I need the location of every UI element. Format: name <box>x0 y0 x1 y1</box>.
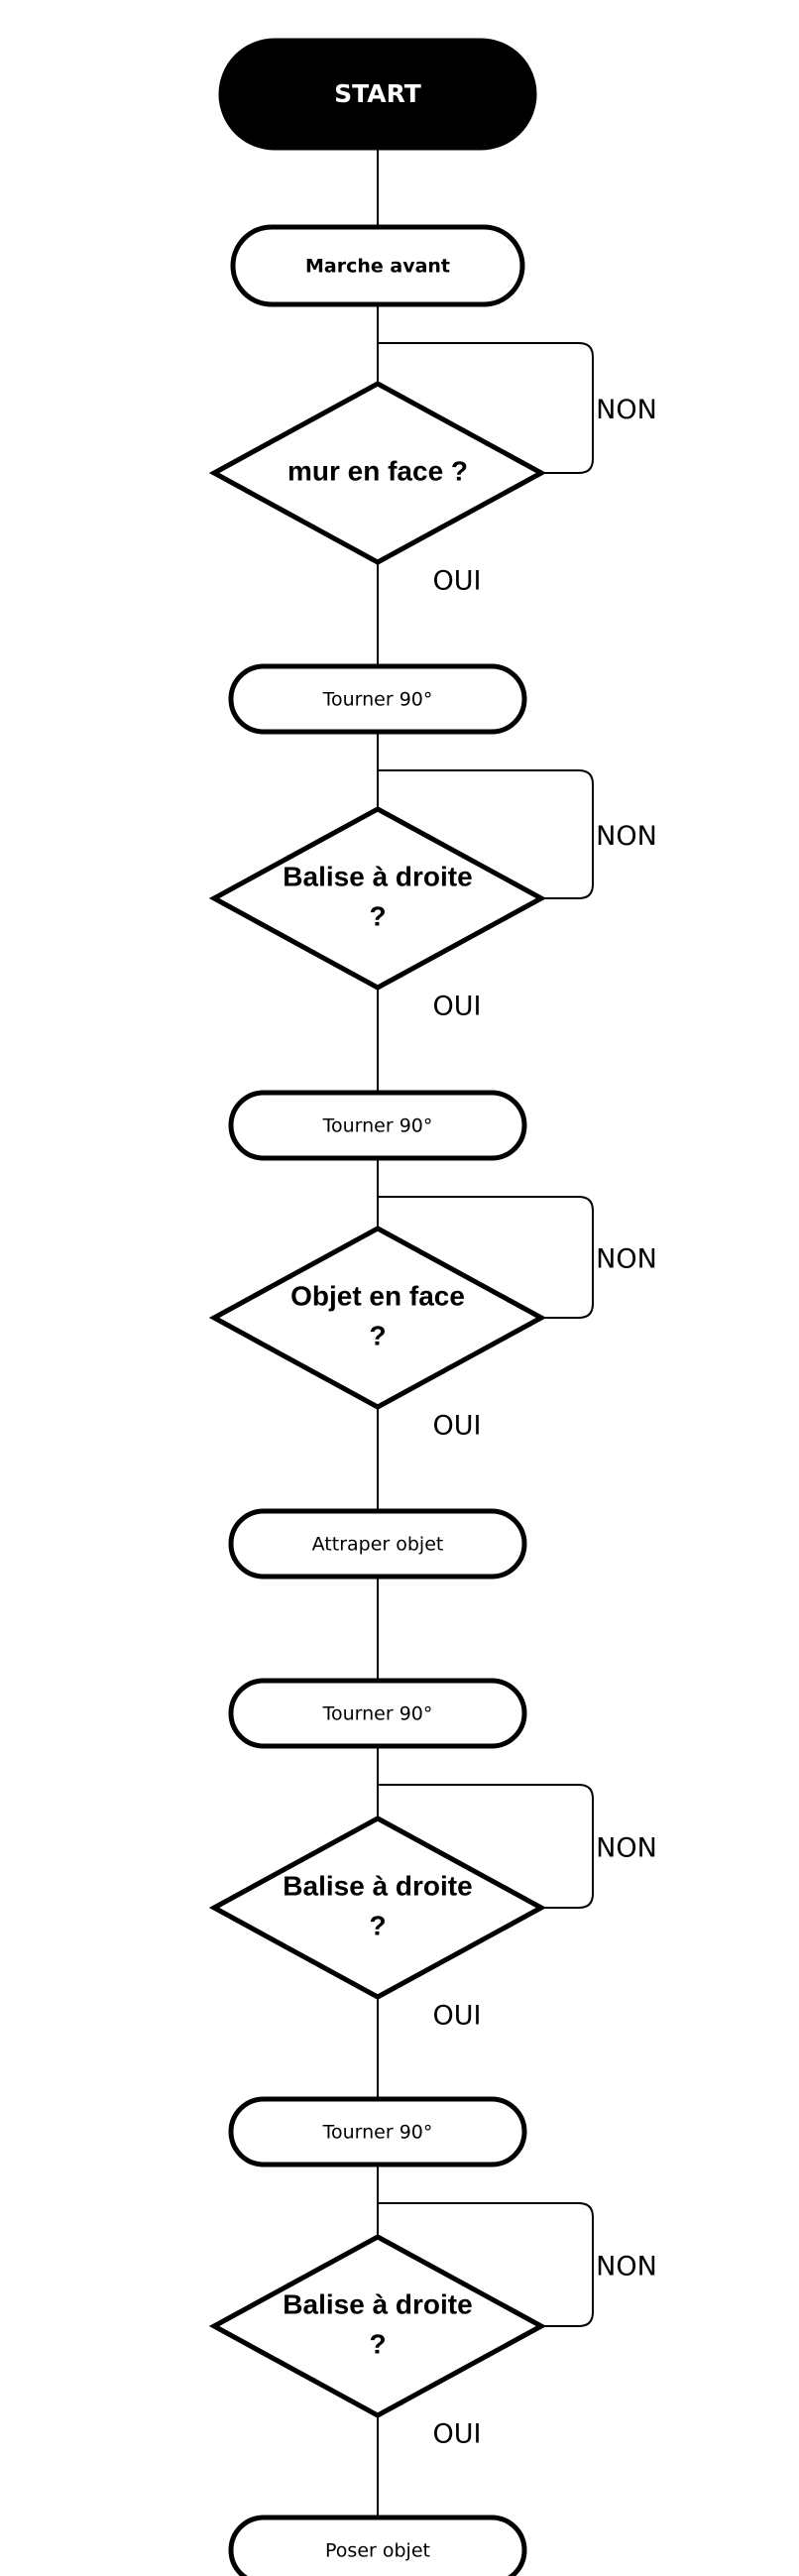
yes-label: OUI <box>433 1411 482 1442</box>
process-shape <box>228 1090 527 1161</box>
decision-label: mur en face ? <box>287 455 468 486</box>
process-shape <box>230 224 525 307</box>
no-label: NON <box>596 395 657 425</box>
process-p4: Attraper objet <box>228 1508 527 1580</box>
process-p6: Tourner 90° <box>228 2096 527 2167</box>
process-label: Attraper objet <box>312 1534 444 1556</box>
process-p2: Tourner 90° <box>228 663 527 735</box>
terminal-shape <box>218 38 537 151</box>
process-label: Tourner 90° <box>322 2122 433 2144</box>
decision-label-line2: ? <box>369 900 386 931</box>
no-label: NON <box>596 1244 657 1275</box>
yes-label: OUI <box>433 2001 482 2032</box>
no-label: NON <box>596 821 657 852</box>
process-p5: Tourner 90° <box>228 1678 527 1749</box>
process-label: Poser objet <box>325 2540 430 2562</box>
no-loop-d1 <box>378 342 594 474</box>
process-p1: Marche avant <box>230 224 525 307</box>
decision-shape <box>208 806 547 991</box>
terminal-start: START <box>218 38 537 151</box>
yes-label: OUI <box>433 2419 482 2450</box>
no-loop-d5 <box>378 2202 594 2327</box>
decision-shape <box>208 1226 547 1410</box>
terminal-label: START <box>334 79 421 108</box>
decision-shape <box>208 381 547 565</box>
no-loop-d4 <box>378 1784 594 1909</box>
no-label: NON <box>596 1833 657 1864</box>
decision-d3: Objet en face? NON OUI <box>208 1226 657 1442</box>
decision-label-line1: Objet en face <box>290 1280 465 1311</box>
decision-label-line2: ? <box>369 1320 386 1350</box>
process-shape <box>228 1508 527 1580</box>
process-label: Tourner 90° <box>322 1703 433 1725</box>
yes-label: OUI <box>433 566 482 597</box>
decision-d5: Balise à droite? NON OUI <box>208 2234 657 2450</box>
process-shape <box>228 1678 527 1749</box>
no-loop-d2 <box>378 769 594 899</box>
decision-shape <box>208 2234 547 2418</box>
decision-d4: Balise à droite? NON OUI <box>208 1815 657 2032</box>
process-p7: Poser objet <box>228 2515 527 2576</box>
no-label: NON <box>596 2252 657 2283</box>
process-label: Tourner 90° <box>322 689 433 711</box>
decision-label-line2: ? <box>369 1910 386 1940</box>
process-label: Tourner 90° <box>322 1115 433 1137</box>
decision-label-line1: Balise à droite <box>283 2288 472 2319</box>
process-shape <box>228 2515 527 2576</box>
process-p3: Tourner 90° <box>228 1090 527 1161</box>
decision-d2: Balise à droite? NON OUI <box>208 806 657 1022</box>
decision-label-line1: Balise à droite <box>283 861 472 891</box>
no-loop-d3 <box>378 1196 594 1319</box>
decision-label-line2: ? <box>369 2328 386 2359</box>
process-label: Marche avant <box>305 256 450 278</box>
yes-label: OUI <box>433 992 482 1022</box>
decision-shape <box>208 1815 547 2000</box>
process-shape <box>228 2096 527 2167</box>
process-shape <box>228 663 527 735</box>
decision-d1: mur en face ? NON OUI <box>208 381 657 597</box>
decision-label-line1: Balise à droite <box>283 1870 472 1901</box>
